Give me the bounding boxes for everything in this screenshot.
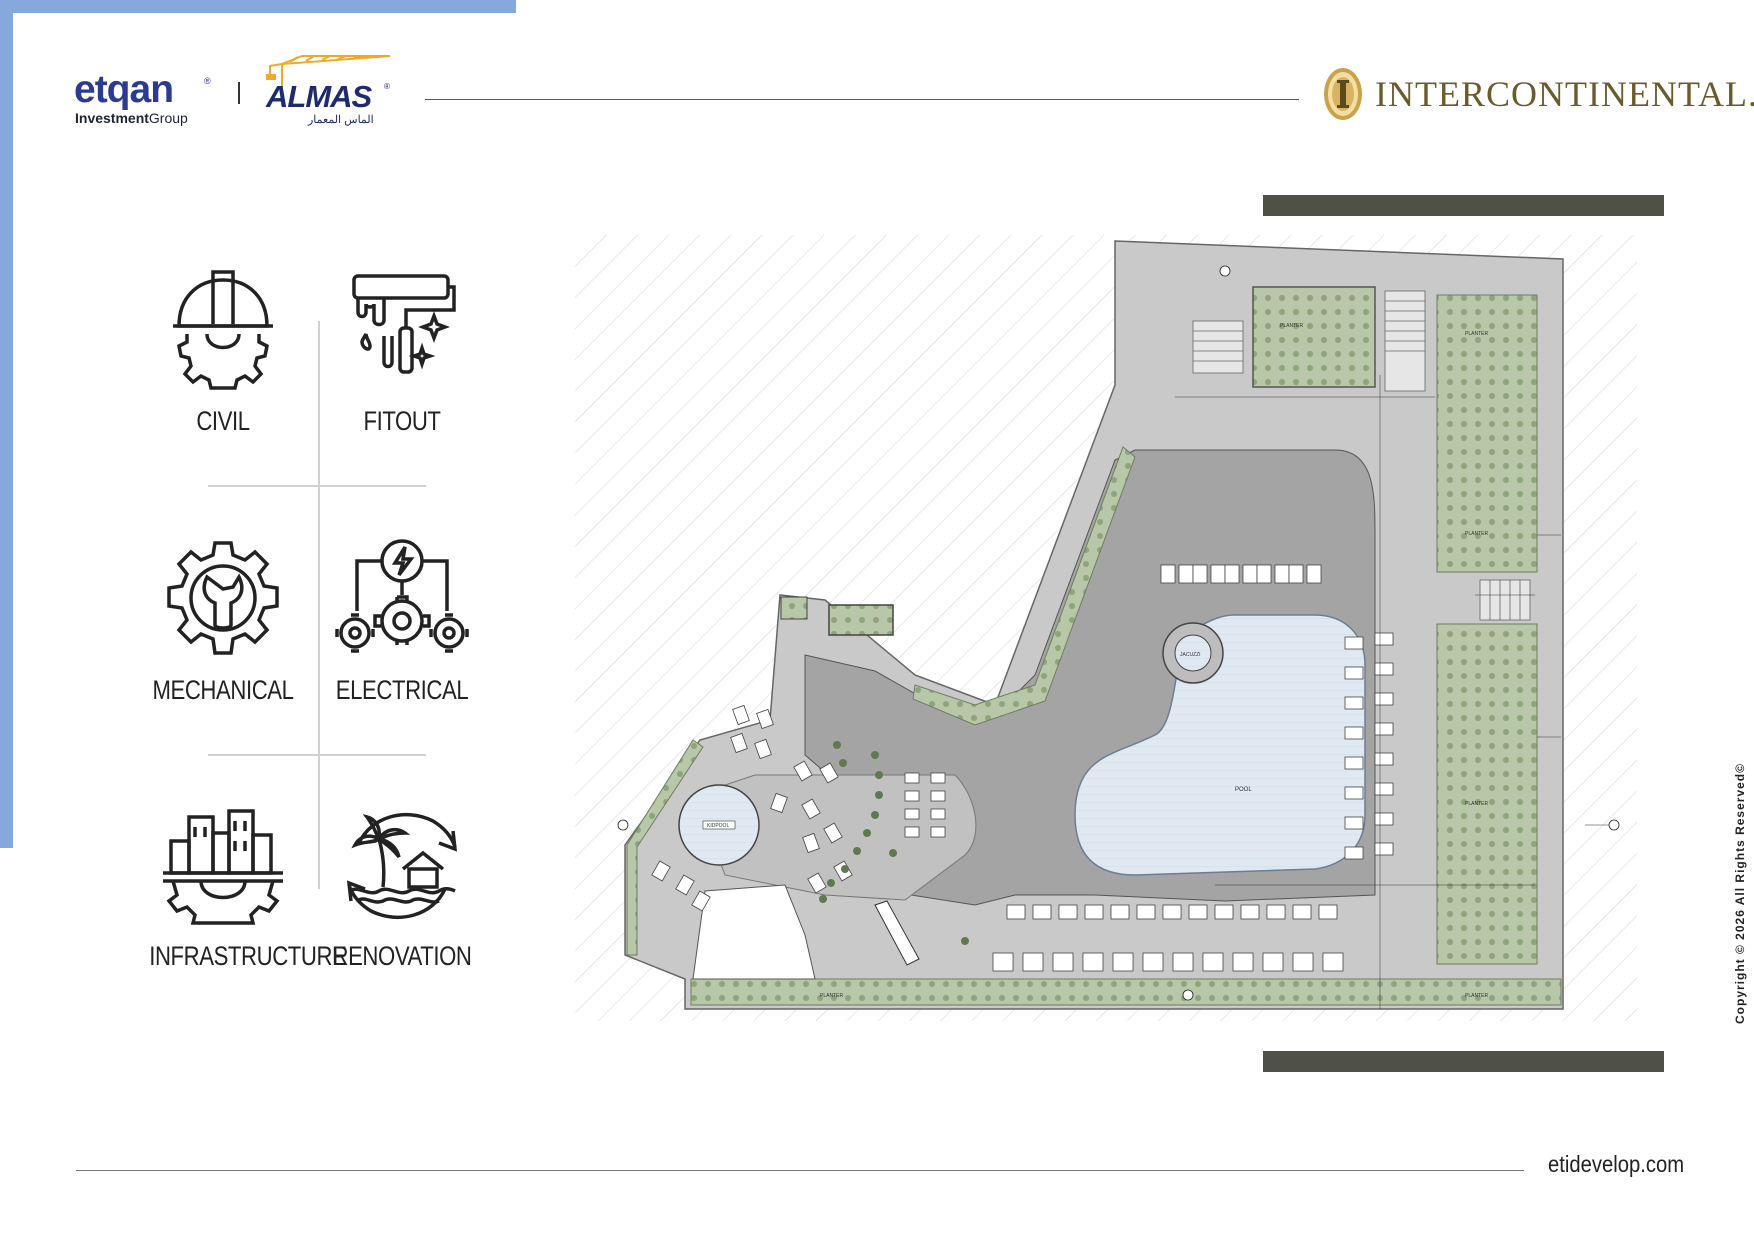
intercontinental-logo: INTERCONTINENTAL. [1320,64,1754,124]
planter-diagonal [912,446,1136,726]
stairs-right [1479,579,1531,621]
city-gear-icon [163,809,283,925]
sunbeds-right-column [1344,632,1394,860]
service-civil: CIVIL [133,268,313,437]
service-fitout: FITOUT [312,268,492,437]
jacuzzi [1174,634,1212,672]
logo-divider [238,82,240,104]
service-label-renovation: RENOVATION [332,941,472,971]
planter-label-e: PLANTER [820,993,843,999]
services-grid: CIVIL FITOUT MECHANICAL [130,255,500,975]
service-label-mechanical: MECHANICAL [152,675,294,705]
etqan-subtitle-bold: Investment [75,110,149,126]
sunbeds-top-row [1160,564,1322,584]
etqan-wordmark: etqan [74,68,174,111]
intercontinental-emblem-icon [1324,68,1362,120]
almas-logo: ALMAS ® الماس المعمار [262,52,398,126]
planter-left-edge [626,739,704,956]
stairs-top [1384,290,1426,392]
intercontinental-wordmark: INTERCONTINENTAL. [1375,74,1754,114]
planter-box-left [828,604,894,636]
loungers-center-cluster [904,772,946,838]
planter-right-lower [1436,623,1538,965]
palm-house-cycle-icon [346,812,458,920]
planter-right-upper [1436,294,1538,573]
footer-rule [76,1170,1524,1171]
section-markers [617,265,1620,1001]
copyright-notice: Copyright © 2026 All Rights Reserved© [1733,763,1747,1024]
service-renovation: RENOVATION [312,803,492,972]
grid-divider-horizontal-2 [208,754,426,756]
bar-counter [874,900,920,966]
cabanas-bottom-row [992,952,1344,972]
accent-bar-top [0,0,516,13]
service-label-civil: CIVIL [196,406,250,436]
kiddie-pool-tag [702,820,736,830]
intercontinental-wordmark-text: INTERCONTINENTAL [1375,74,1749,114]
intercontinental-wordmark-dot: . [1748,74,1754,114]
civil-helmet-gear-icon [173,270,273,390]
etqan-subtitle: InvestmentGroup [75,109,188,127]
header-rule [425,99,1299,100]
pool-label: POOL [1235,787,1252,793]
sunbeds-bottom-row [1006,904,1338,920]
planter-label-f: PLANTER [1280,323,1303,329]
planter-box-small [780,596,808,620]
stairs-left-upper [1192,320,1244,374]
almas-arabic-name: الماس المعمار [308,114,374,126]
jacuzzi-label: JACUZZI [1180,652,1201,658]
grid-divider-horizontal-1 [208,485,426,487]
service-infrastructure: INFRASTRUCTURE [133,803,347,972]
paint-roller-icon [352,274,456,374]
olive-band-top [1263,195,1664,216]
planter-top [1252,286,1376,388]
tree-cluster [819,741,969,945]
main-pool [1074,614,1366,876]
etqan-registered-mark: ® [204,76,211,86]
gear-wrench-icon [167,541,279,655]
dimension-lines [1175,375,1609,1009]
almas-registered-mark: ® [384,82,390,91]
etqan-subtitle-rest: Group [148,110,188,126]
lightning-gears-icon [335,539,469,653]
almas-wordmark: ALMAS [266,79,372,114]
bottom-inset [692,884,816,980]
service-label-infrastructure: INFRASTRUCTURE [149,941,347,971]
service-label-fitout: FITOUT [363,406,441,436]
planter-label-b: PLANTER [1465,531,1488,537]
accent-bar-left [0,0,13,848]
service-electrical: ELECTRICAL [312,537,492,706]
olive-band-bottom [1263,1051,1664,1072]
service-mechanical: MECHANICAL [133,537,313,706]
etqan-logo: etqan ® InvestmentGroup [74,68,214,130]
planter-label-c: PLANTER [1465,801,1488,807]
planter-label-a: PLANTER [1465,331,1488,337]
site-plan-drawing: POOL JACUZZI KIDPOOL PLANTER PLANTER PLA… [575,235,1637,1021]
crane-icon [266,55,391,90]
grid-divider-vertical [318,321,320,889]
service-label-electrical: ELECTRICAL [335,675,469,705]
planter-label-d: PLANTER [1465,993,1488,999]
kiddie-pool-label: KIDPOOL [707,823,729,829]
footer-website-link[interactable]: etidevelop.com [1548,1151,1685,1177]
planter-bottom-strip [690,978,1562,1006]
